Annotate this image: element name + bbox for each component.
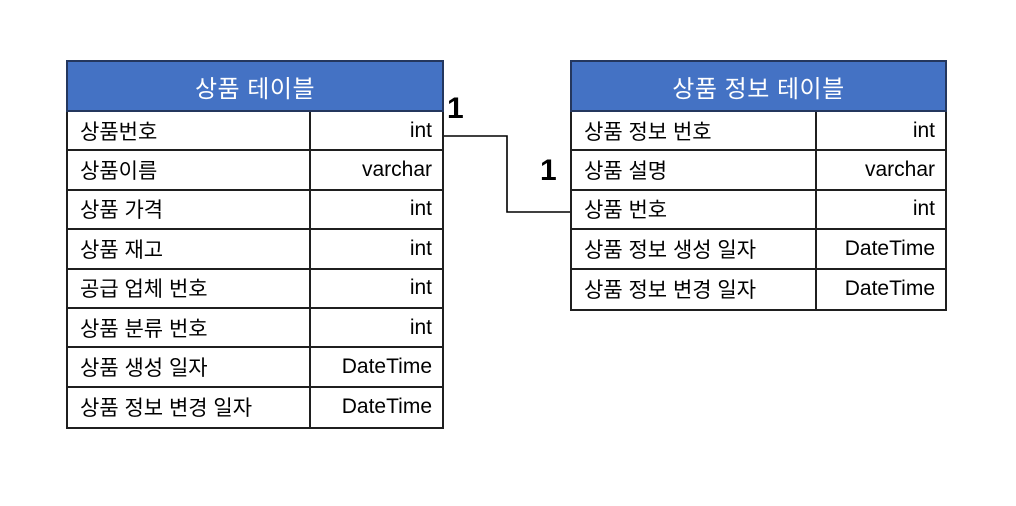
table-product-info-body: 상품 정보 번호 int 상품 설명 varchar 상품 번호 int 상품 … — [570, 112, 947, 311]
field-name: 상품 번호 — [572, 190, 817, 229]
table-row: 공급 업체 번호 int — [68, 269, 442, 309]
table-product-header: 상품 테이블 — [66, 60, 444, 112]
field-name: 상품 분류 번호 — [68, 308, 311, 347]
field-type: DateTime — [341, 395, 432, 419]
field-name: 상품번호 — [68, 112, 311, 150]
table-row: 상품 분류 번호 int — [68, 308, 442, 349]
field-type: int — [912, 118, 935, 142]
table-row: 상품번호 int — [68, 112, 442, 152]
table-product: 상품 테이블 상품번호 int 상품이름 varchar 상품 가격 int 상… — [66, 60, 444, 430]
field-type: int — [409, 118, 432, 142]
field-name: 상품 정보 변경 일자 — [572, 269, 817, 309]
field-type: varchar — [361, 158, 432, 182]
field-type: int — [409, 197, 432, 221]
table-row: 상품 번호 int — [572, 190, 945, 231]
table-row: 상품 설명 varchar — [572, 151, 945, 191]
cardinality-label-right: 1 — [540, 154, 557, 187]
cardinality-label-left: 1 — [447, 92, 464, 125]
table-row: 상품 가격 int — [68, 190, 442, 231]
table-product-info-header: 상품 정보 테이블 — [570, 60, 947, 112]
table-row: 상품 정보 변경 일자 DateTime — [68, 387, 442, 428]
table-row: 상품이름 varchar — [68, 151, 442, 191]
field-name: 상품 가격 — [68, 190, 311, 229]
field-type: int — [409, 236, 432, 260]
table-row: 상품 정보 생성 일자 DateTime — [572, 230, 945, 270]
table-product-info: 상품 정보 테이블 상품 정보 번호 int 상품 설명 varchar 상품 … — [570, 60, 947, 311]
field-type: int — [409, 276, 432, 300]
field-name: 상품 설명 — [572, 151, 817, 189]
table-row: 상품 정보 번호 int — [572, 112, 945, 152]
field-type: int — [409, 315, 432, 339]
table-product-body: 상품번호 int 상품이름 varchar 상품 가격 int 상품 재고 in… — [66, 112, 444, 430]
field-name: 상품 생성 일자 — [68, 348, 311, 386]
field-name: 상품 정보 변경 일자 — [68, 387, 311, 428]
field-name: 상품이름 — [68, 151, 311, 189]
field-name: 공급 업체 번호 — [68, 269, 311, 307]
field-name: 상품 정보 생성 일자 — [572, 230, 817, 268]
field-type: int — [912, 197, 935, 221]
field-name: 상품 재고 — [68, 230, 311, 268]
field-type: varchar — [864, 158, 935, 182]
field-type: DateTime — [341, 355, 432, 379]
field-type: DateTime — [844, 277, 935, 301]
field-name: 상품 정보 번호 — [572, 112, 817, 150]
field-type: DateTime — [844, 236, 935, 260]
table-row: 상품 생성 일자 DateTime — [68, 348, 442, 388]
table-row: 상품 재고 int — [68, 230, 442, 270]
table-row: 상품 정보 변경 일자 DateTime — [572, 269, 945, 309]
